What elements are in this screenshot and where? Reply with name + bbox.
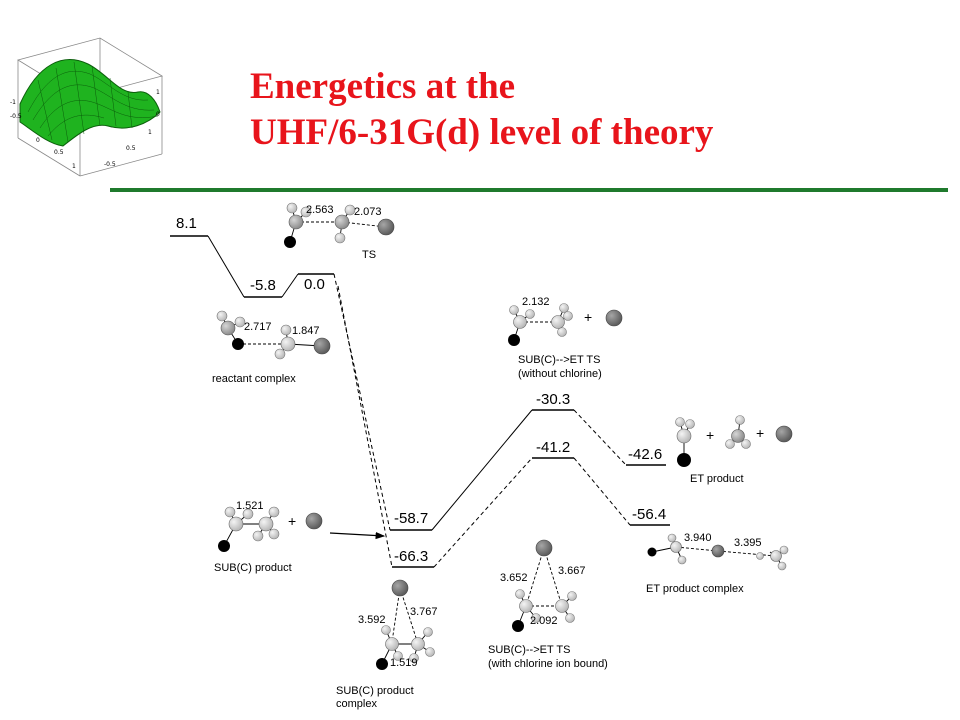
arrow-sub-product (329, 531, 386, 540)
surface-tick-label: -0.5 (10, 113, 22, 120)
plus-sign: + (756, 425, 764, 441)
bond-distance: 3.652 (500, 572, 528, 584)
structure-caption: (with chlorine ion bound) (488, 658, 608, 670)
energy-connectors (207, 235, 631, 568)
energy-value: -56.4 (632, 506, 666, 523)
title-line-2: UHF/6-31G(d) level of theory (250, 112, 714, 153)
surface-tick-label: -1 (10, 99, 16, 106)
bond-distance: 1.847 (292, 325, 320, 337)
connector (333, 273, 391, 531)
surface-tick-label: 1 (148, 129, 152, 136)
title-divider (110, 188, 948, 192)
molecule-et-product (675, 415, 793, 467)
structure-caption: (without chlorine) (518, 368, 602, 380)
energy-value: -66.3 (394, 548, 428, 565)
surface-mesh (19, 59, 161, 147)
energy-value: -42.6 (628, 446, 662, 463)
molecule-reactant-complex (216, 310, 331, 360)
connector (281, 273, 299, 298)
bond-distance: 3.395 (734, 537, 762, 549)
energy-value: -30.3 (536, 391, 570, 408)
energy-value: 8.1 (176, 215, 197, 232)
surface-tick-label: 0 (156, 111, 160, 118)
bond-distance: 3.940 (684, 532, 712, 544)
connector (573, 457, 631, 526)
title-line-1: Energetics at the (250, 66, 516, 107)
energy-value: 0.0 (304, 276, 325, 293)
energy-value: -41.2 (536, 439, 570, 456)
molecule-sub-product-complex (376, 579, 435, 670)
energy-value: -58.7 (394, 510, 428, 527)
surface-tick-label: 1 (72, 163, 76, 170)
surface-tick-label: 1 (156, 89, 160, 96)
connector (573, 409, 627, 466)
molecule-et-product-complex (647, 533, 789, 571)
surface-tick-label: 0.5 (54, 149, 64, 156)
structure-caption: ET product complex (646, 583, 744, 595)
surface-tick-label: 0.5 (126, 145, 136, 152)
bond-distance: 2.563 (306, 204, 334, 216)
connector (337, 285, 393, 568)
slide-title: Energetics at the UHF/6-31G(d) level of … (250, 64, 713, 156)
connector (431, 409, 533, 531)
connector (207, 235, 245, 298)
energy-value: -5.8 (250, 277, 276, 294)
bond-distance: 3.767 (410, 606, 438, 618)
structure-caption: SUB(C) product (336, 685, 414, 697)
bond-distance: 1.521 (236, 500, 264, 512)
structure-caption: TS (362, 249, 376, 261)
bond-distance: 3.592 (358, 614, 386, 626)
connector (433, 457, 533, 568)
energy-levels (170, 235, 670, 568)
bond-distance: 2.092 (530, 615, 558, 627)
structure-caption: SUB(C)-->ET TS (518, 354, 600, 366)
structure-caption: reactant complex (212, 373, 296, 385)
plus-sign: + (288, 513, 296, 529)
molecule-et-ts-bound (512, 539, 577, 632)
molecule-et-ts-free (508, 303, 623, 346)
bond-distance: 2.132 (522, 296, 550, 308)
surface-mesh-lines (27, 61, 159, 143)
structure-caption: SUB(C) product (214, 562, 292, 574)
structure-caption: ET product (690, 473, 744, 485)
molecule-sub-product (218, 506, 323, 552)
bond-distance: 2.717 (244, 321, 272, 333)
surface-tick-label: -0.5 (104, 161, 116, 168)
structure-caption: SUB(C)-->ET TS (488, 644, 570, 656)
structure-caption: complex (336, 698, 377, 710)
plus-sign: + (706, 427, 714, 443)
bond-distance: 1.519 (390, 657, 418, 669)
bond-distance: 2.073 (354, 206, 382, 218)
plus-sign: + (584, 309, 592, 325)
surface-tick-label: 0 (36, 137, 40, 144)
molecule-ts (284, 202, 395, 248)
3d-surface-plot-icon: -1 -0.5 0 0.5 1 -0.5 0.5 1 1 0 (10, 37, 164, 177)
bond-distance: 3.667 (558, 565, 586, 577)
